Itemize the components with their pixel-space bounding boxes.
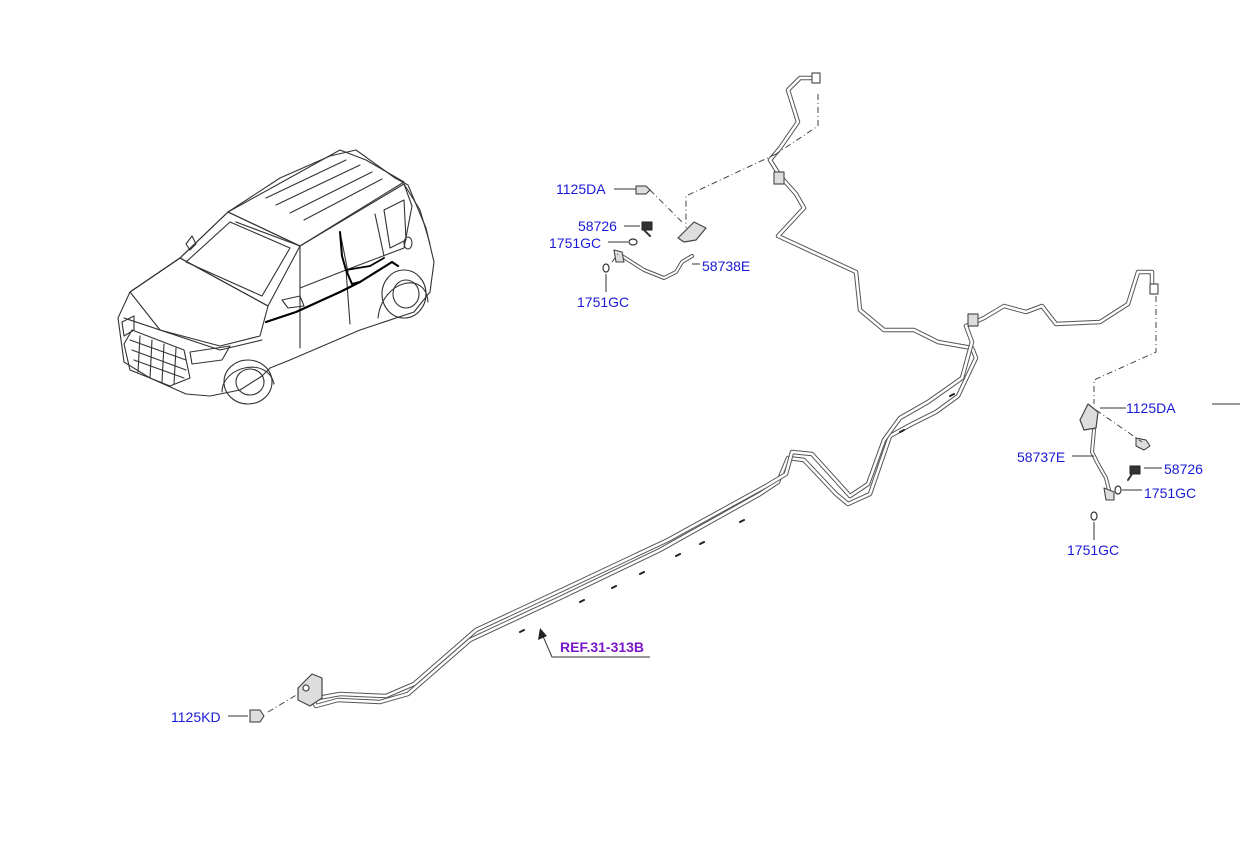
part-label-1125DA-right[interactable]: 1125DA: [1126, 400, 1176, 416]
phantom-lines: [267, 94, 1157, 713]
part-label-1125KD[interactable]: 1125KD: [171, 709, 221, 725]
part-label-1751GC-top-b[interactable]: 1751GC: [577, 294, 630, 310]
vehicle-illustration: [117, 149, 435, 405]
bolt-1125KD-illustration: [249, 709, 265, 723]
part-label-1125DA-top[interactable]: 1125DA: [556, 181, 606, 197]
hose-58737E-assembly: [1079, 403, 1151, 521]
parallel-brake-line: [315, 269, 1155, 701]
part-label-58726-top[interactable]: 58726: [578, 218, 617, 234]
brake-line-assembly: [297, 72, 1159, 709]
part-label-58737E[interactable]: 58737E: [1017, 449, 1066, 465]
part-label-58726-right[interactable]: 58726: [1164, 461, 1203, 477]
label-leaders: [228, 188, 1240, 717]
part-label-1751GC-right-a[interactable]: 1751GC: [1144, 485, 1197, 501]
part-label-1751GC-right-b[interactable]: 1751GC: [1067, 542, 1120, 558]
part-label-58738E[interactable]: 58738E: [702, 258, 751, 274]
rear-bracket: [297, 673, 323, 707]
main-brake-line: [307, 75, 979, 709]
part-label-1751GC-top-a[interactable]: 1751GC: [549, 235, 602, 251]
hose-58738E-assembly: [602, 185, 707, 280]
ref-arrowhead: [538, 628, 547, 640]
reference-link-31-313B[interactable]: REF.31-313B: [560, 639, 645, 655]
